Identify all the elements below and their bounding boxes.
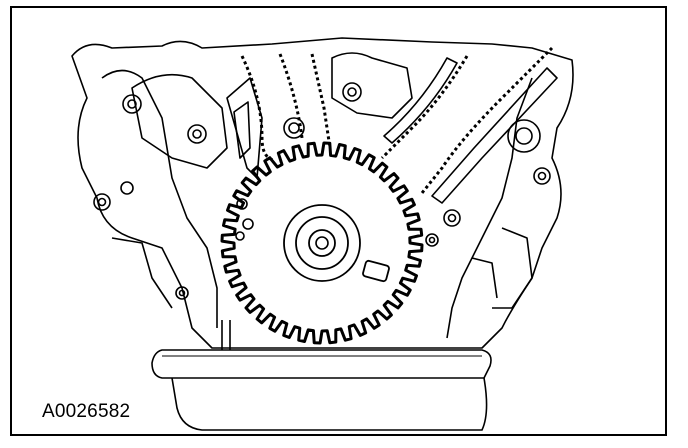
- left-cover-bolt-3: [93, 193, 111, 211]
- engine-block-inner-left: [101, 69, 218, 328]
- crankshaft-hub-outer: [283, 204, 361, 282]
- right-idler-pulley: [507, 119, 541, 153]
- left-chain-guide: [226, 77, 263, 179]
- oil-pan-body: [171, 377, 488, 431]
- sprocket-teeth: [220, 141, 424, 345]
- crankshaft-bolt: [308, 229, 336, 257]
- engine-front-diagram: [71, 37, 574, 431]
- sprocket-timing-hole-1: [236, 198, 248, 210]
- oil-pan-stud: [221, 320, 231, 350]
- right-chain-guide: [383, 57, 458, 144]
- right-block-bolt-3: [425, 233, 439, 247]
- right-block-bolt-2: [443, 209, 461, 227]
- left-cam-cover: [131, 73, 228, 169]
- right-timing-chain-outer: [420, 46, 554, 194]
- sprocket-timing-hole-3: [235, 231, 245, 241]
- sprocket-timing-hole-2: [242, 218, 254, 230]
- right-tensioner-arm: [431, 67, 558, 204]
- crankshaft-hub-inner: [295, 216, 349, 270]
- left-cam-bolt: [283, 117, 305, 139]
- engine-block-outline: [71, 37, 574, 349]
- crankshaft-key: [362, 259, 390, 283]
- right-timing-chain-inner: [380, 55, 469, 160]
- illustration-frame: A0026582: [10, 6, 667, 436]
- right-block-bolt-1: [533, 167, 551, 185]
- crankshaft-sprocket: [220, 141, 424, 345]
- oil-pan-flange: [151, 349, 492, 379]
- center-cam-housing: [331, 52, 413, 119]
- left-cover-bolt-2: [187, 124, 207, 144]
- left-cover-bolt-1: [122, 94, 142, 114]
- figure-id-label: A0026582: [42, 401, 131, 422]
- engine-block-inner-right: [446, 77, 533, 339]
- center-cam-bolt: [342, 82, 362, 102]
- left-timing-chain: [240, 55, 275, 162]
